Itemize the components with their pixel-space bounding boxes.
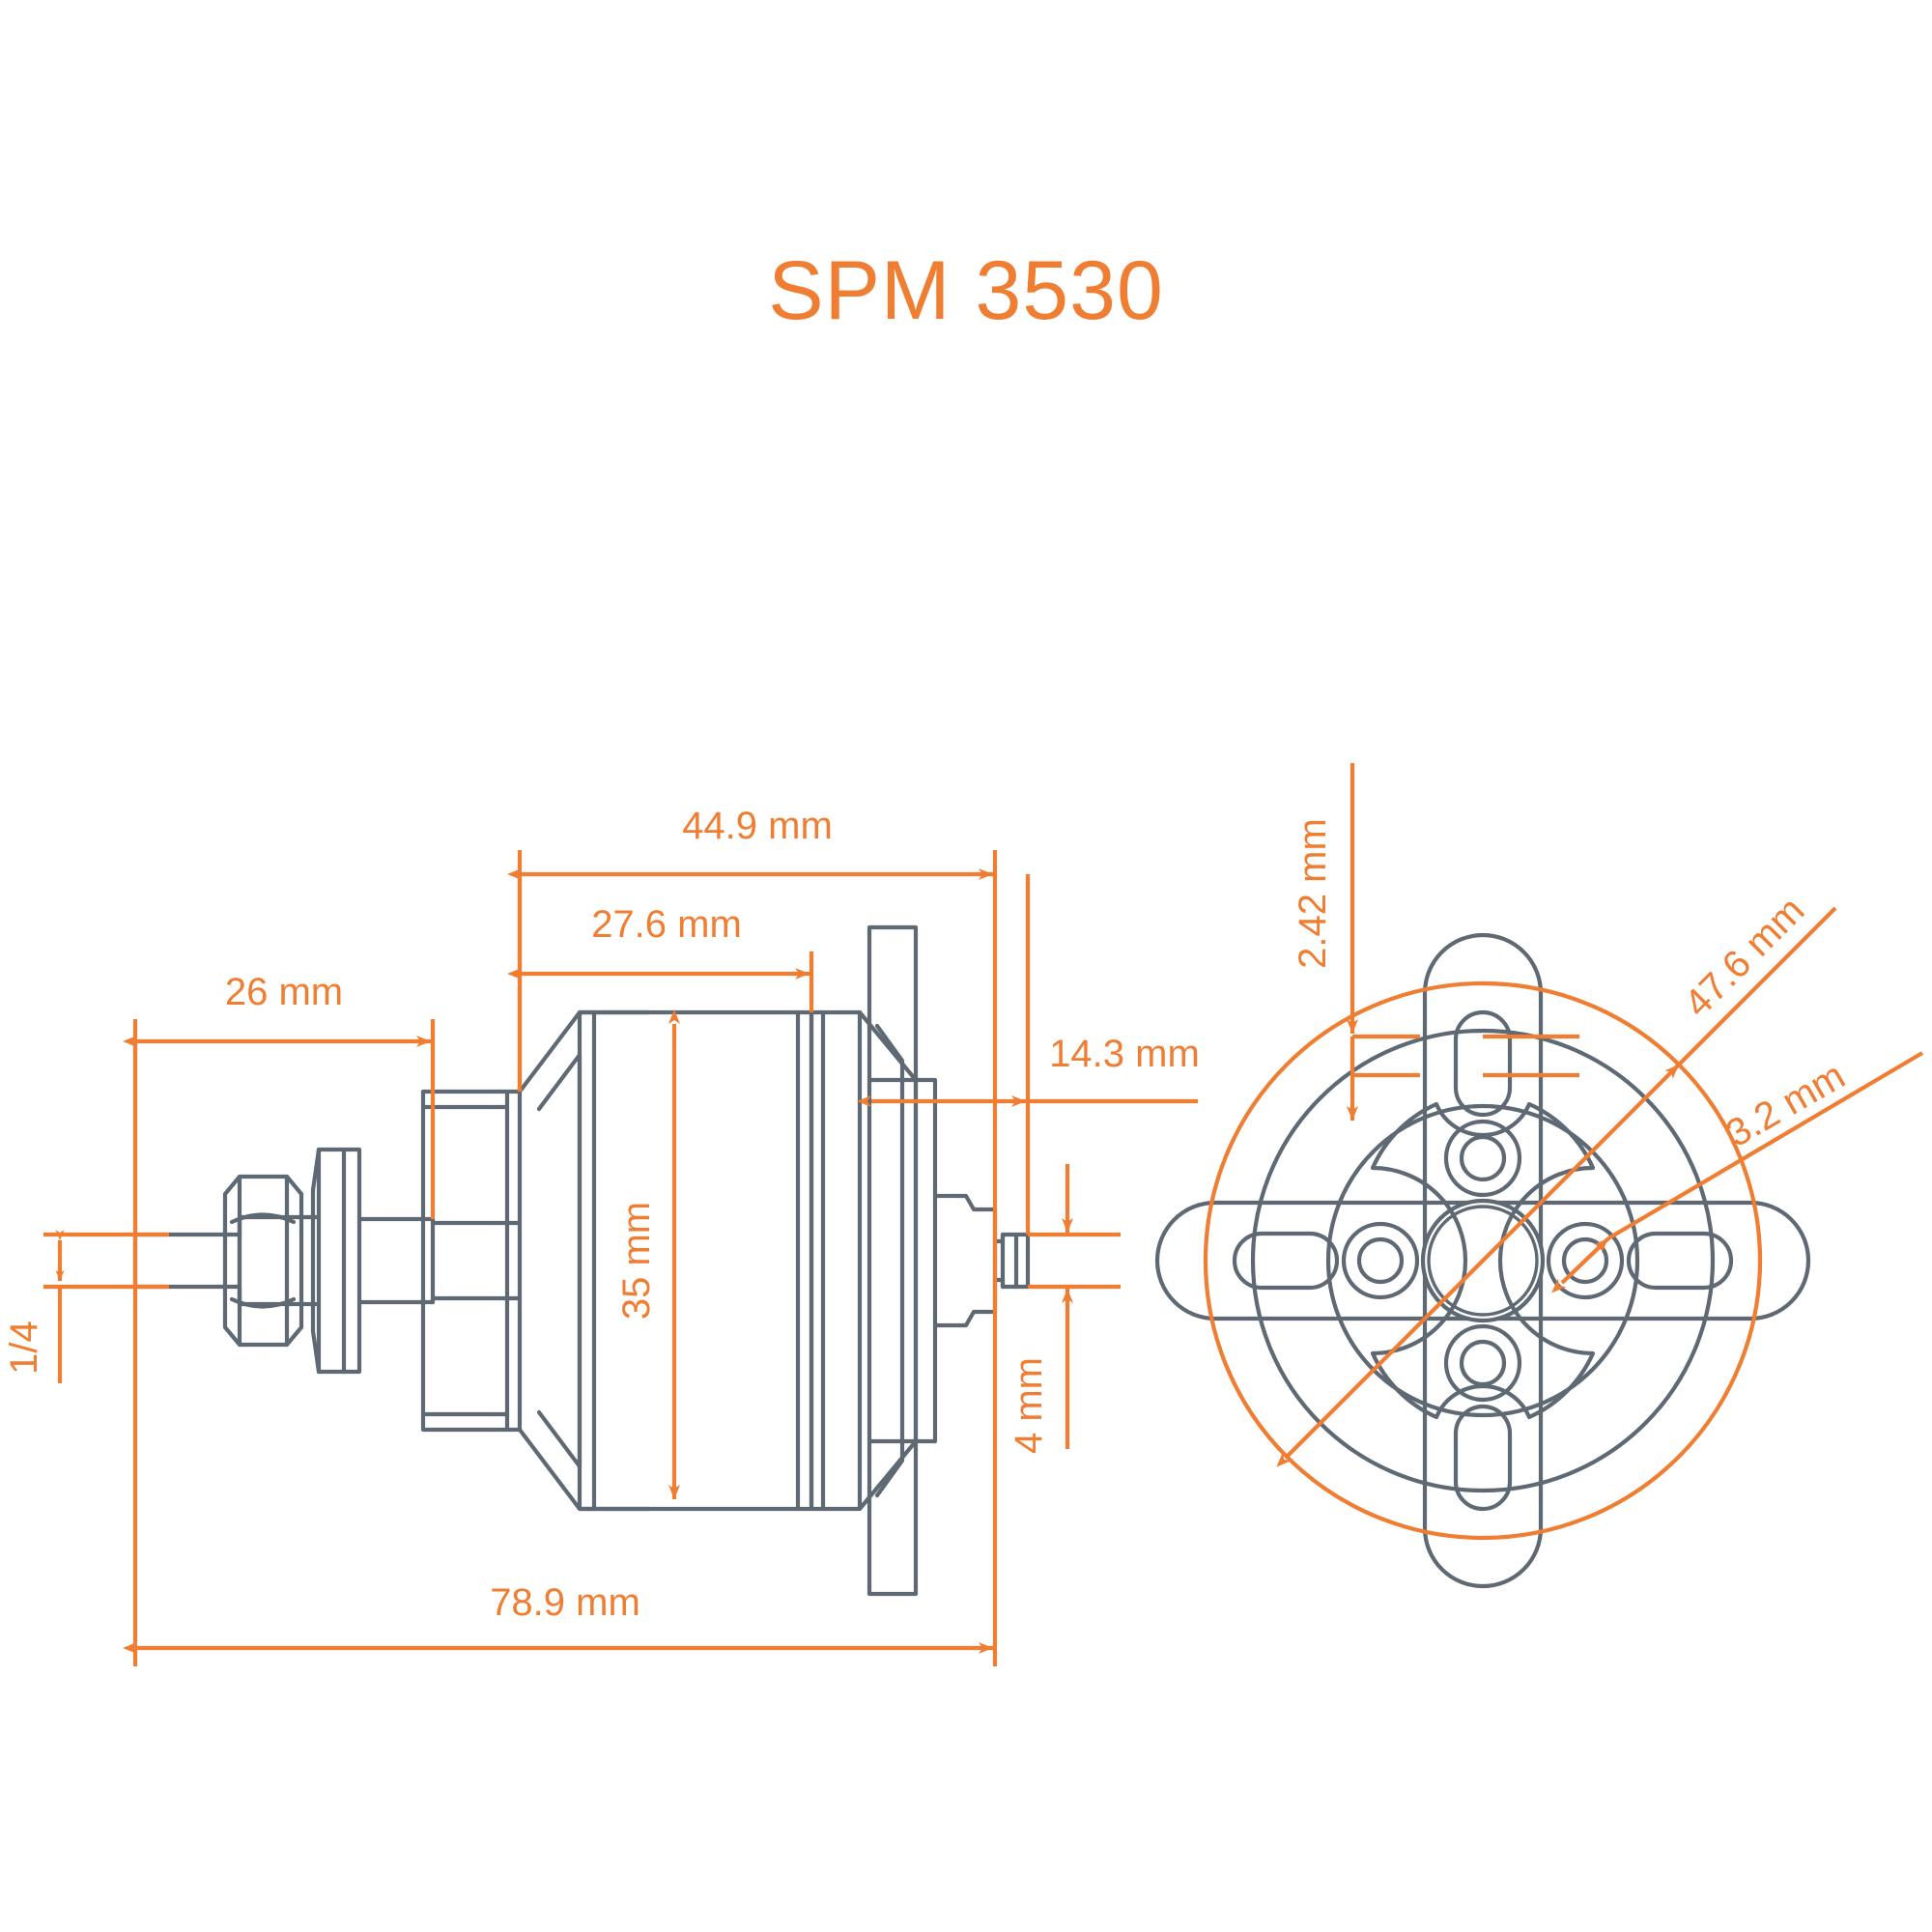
dim-label-front-shaft-diameter: 1/4 xyxy=(3,1321,45,1375)
dim-rear-shaft-diameter: 4 mm xyxy=(1008,1164,1121,1454)
dim-can-diameter: 35 mm xyxy=(615,1009,680,1499)
dim-label-mount-tab-hole-width: 2.42 mm xyxy=(1292,818,1334,969)
washer-collar xyxy=(310,1147,362,1375)
motor-body-outline xyxy=(1250,1028,1716,1493)
dim-overall-length: 78.9 mm xyxy=(123,1041,998,1666)
dim-label-can-body-length: 27.6 mm xyxy=(591,903,742,946)
hex-nut xyxy=(222,1174,304,1348)
mounting-plate xyxy=(867,924,919,1597)
dim-label-shaft-front-length: 26 mm xyxy=(225,971,343,1013)
dim-front-shaft-diameter: 1/4 xyxy=(3,1230,169,1383)
dim-label-overall-length: 78.9 mm xyxy=(490,1581,640,1624)
dim-label-can-diameter: 35 mm xyxy=(615,1202,658,1320)
dim-label-rear-shaft-diameter: 4 mm xyxy=(1008,1357,1050,1454)
shaft-mid-section xyxy=(356,1216,436,1305)
dim-plate-to-rear-length: 14.3 mm xyxy=(857,874,1200,1235)
dim-can-body-length: 27.6 mm xyxy=(507,874,814,1092)
drawing-title: SPM 3530 xyxy=(768,244,1164,337)
dim-label-plate-to-rear-length: 14.3 mm xyxy=(1049,1033,1200,1075)
dim-label-can-to-plate-length: 44.9 mm xyxy=(682,805,833,847)
rear-shaft xyxy=(992,1232,1031,1290)
bolt-circle-reference xyxy=(1203,980,1763,1541)
